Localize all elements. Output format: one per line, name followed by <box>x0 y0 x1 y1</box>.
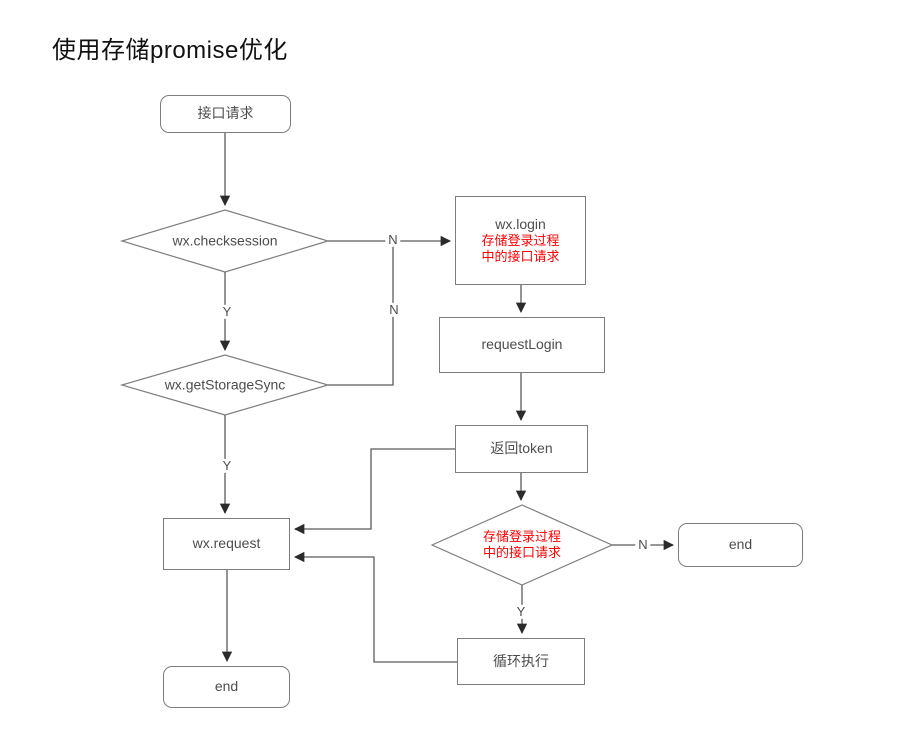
node-api-request-label: 接口请求 <box>197 105 254 122</box>
node-end-bottom: end <box>163 666 290 708</box>
decision-store-login-label: 存储登录过程 中的接口请求 <box>437 529 607 562</box>
edge-label-getstorage-yes: Y <box>219 458 235 474</box>
edge-label-storedecision-yes: Y <box>513 604 529 620</box>
edge-label-getstorage-no: N <box>386 302 402 318</box>
node-loop-exec-label: 循环执行 <box>493 652 549 669</box>
node-wx-login-note-line2: 中的接口请求 <box>481 249 560 265</box>
node-request-login: requestLogin <box>439 317 605 373</box>
decision-check-session-label: wx.checksession <box>172 232 278 249</box>
node-end-right-label: end <box>728 536 753 553</box>
page-title: 使用存储promise优化 <box>52 37 288 64</box>
node-api-request: 接口请求 <box>160 95 291 133</box>
node-request-login-label: requestLogin <box>481 336 563 353</box>
edge-getstorage-no-join <box>328 242 394 386</box>
node-wx-request-label: wx.request <box>192 535 261 552</box>
node-wx-login-title: wx.login <box>495 215 546 232</box>
decision-get-storage-label: wx.getStorageSync <box>164 376 286 393</box>
edge-label-storedecision-no: N <box>635 537 651 553</box>
node-return-token: 返回token <box>455 425 588 473</box>
decision-store-login-line1: 存储登录过程 <box>482 528 561 544</box>
edge-token-to-wxrequest <box>293 448 455 535</box>
node-wx-login-note-line1: 存储登录过程 <box>481 233 560 248</box>
node-return-token-label: 返回token <box>490 440 553 457</box>
edge-label-checksession-no: N <box>385 232 401 248</box>
node-wx-request: wx.request <box>163 518 290 570</box>
edge-loop-to-wxrequest <box>293 551 457 663</box>
edge-label-checksession-yes: Y <box>219 304 235 320</box>
node-loop-exec: 循环执行 <box>457 638 585 685</box>
decision-store-login-line2: 中的接口请求 <box>482 545 561 560</box>
node-wx-login: wx.login 存储登录过程 中的接口请求 <box>455 196 586 285</box>
node-end-right: end <box>678 523 803 567</box>
node-end-bottom-label: end <box>214 678 239 695</box>
